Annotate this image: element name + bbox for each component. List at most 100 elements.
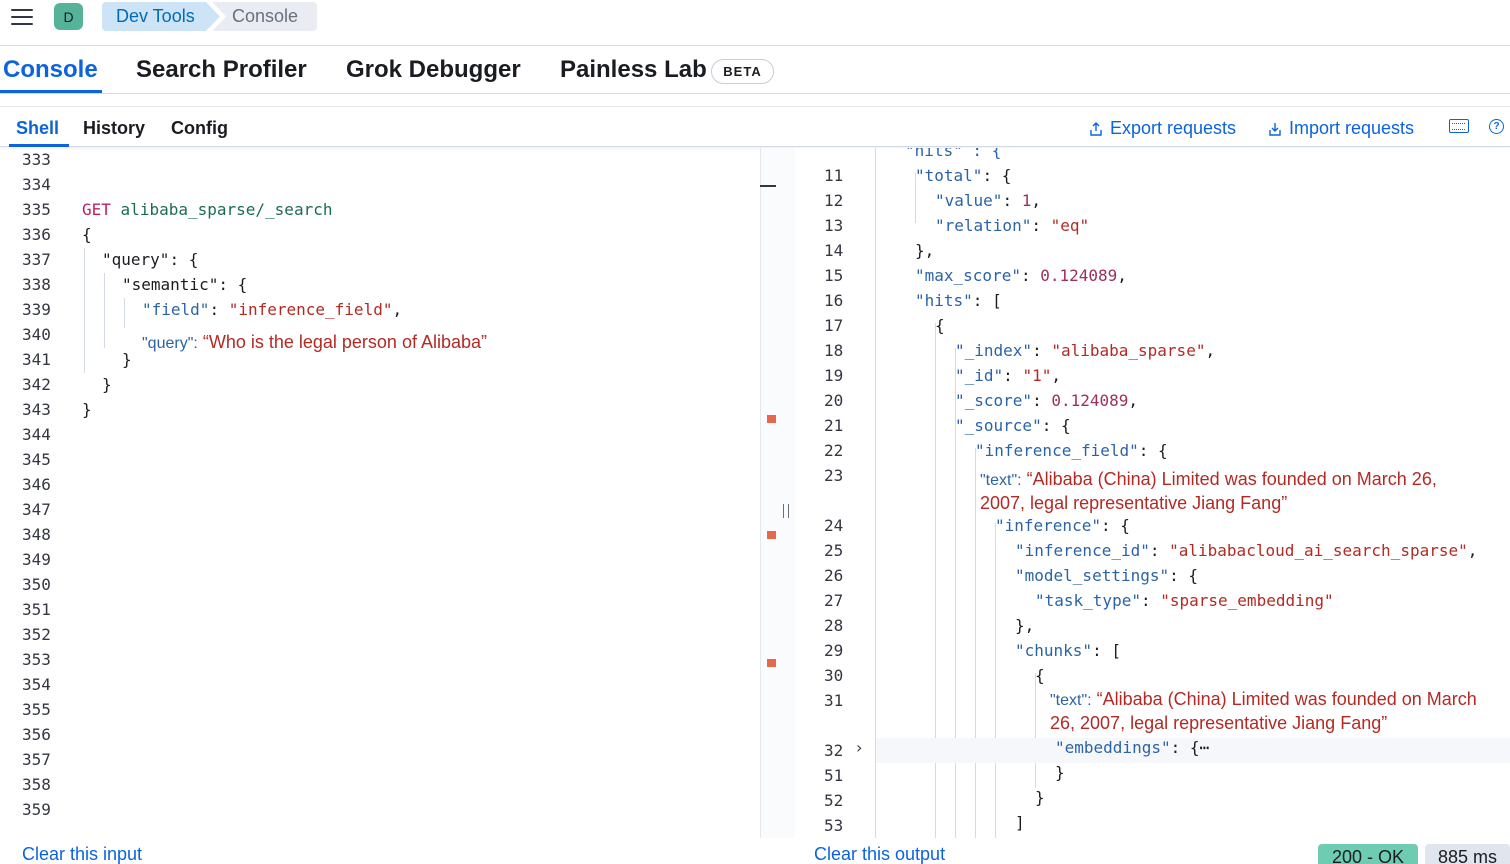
code-line: "hits": [	[915, 291, 1002, 310]
active-subtab-indicator	[9, 144, 69, 147]
code-line: "inference_id": "alibabacloud_ai_search_…	[1015, 541, 1478, 560]
subtab-config[interactable]: Config	[171, 118, 228, 138]
code-line: "semantic": {	[122, 275, 248, 294]
keyboard-shortcuts-icon[interactable]	[1449, 119, 1469, 133]
code-line: "model_settings": {	[1015, 566, 1199, 585]
code-line: "total": {	[915, 166, 1012, 185]
tab-console[interactable]: Console	[3, 56, 98, 83]
request-method: GET	[82, 200, 111, 219]
line-number: 30	[824, 666, 844, 685]
line-number: 347	[22, 500, 51, 519]
line-number: 345	[22, 450, 51, 469]
editor-divider	[760, 148, 795, 838]
json-value: 2007, legal representative Jiang Fang”	[980, 493, 1288, 513]
json-value: "sparse_embedding"	[1160, 591, 1334, 610]
code-line: }	[122, 350, 132, 369]
help-icon[interactable]: ?	[1489, 119, 1504, 134]
export-requests-button[interactable]: Export requests	[1088, 118, 1236, 139]
editor-divider-line	[760, 148, 761, 838]
export-icon	[1090, 121, 1102, 136]
json-key: "max_score"	[915, 266, 1021, 285]
beta-badge: BETA	[711, 59, 774, 84]
status-badge: 200 - OK	[1318, 844, 1418, 864]
json-key: "relation"	[935, 216, 1032, 235]
line-number: 24	[824, 516, 844, 535]
json-key: "text":	[1050, 692, 1092, 709]
chevron-right-icon[interactable]: ›	[856, 738, 863, 757]
line-number: 19	[824, 366, 844, 385]
json-key: "_id"	[955, 366, 1004, 385]
line-number: 12	[824, 191, 844, 210]
code-line: "_score": 0.124089,	[955, 391, 1139, 410]
code-line: "value": 1,	[935, 191, 1041, 210]
hamburger-menu-icon[interactable]	[10, 6, 34, 28]
breadcrumb-dev-tools[interactable]: Dev Tools	[102, 2, 220, 31]
line-number: 350	[22, 575, 51, 594]
breadcrumb-console: Console	[212, 2, 317, 31]
json-value: 0.124089	[1051, 391, 1129, 410]
line-number: 22	[824, 441, 844, 460]
subtab-history[interactable]: History	[83, 118, 146, 138]
line-number: 343	[22, 400, 51, 419]
code-line: "_id": "1",	[955, 366, 1061, 385]
clear-output-link[interactable]: Clear this output	[814, 844, 946, 864]
code-line: }	[1035, 788, 1045, 807]
json-key: "embeddings"	[1055, 738, 1171, 757]
indent-guide	[1035, 673, 1036, 788]
tab-painless-lab[interactable]: Painless Lab	[560, 56, 707, 83]
clear-input-link[interactable]: Clear this input	[22, 844, 143, 864]
json-value: 1	[1021, 191, 1032, 210]
line-number: 353	[22, 650, 51, 669]
json-key: "inference_id"	[1015, 541, 1150, 560]
line-number: 357	[22, 750, 51, 769]
line-number: 28	[824, 616, 844, 635]
line-number: 356	[22, 725, 51, 744]
tab-search-profiler[interactable]: Search Profiler	[136, 56, 307, 83]
line-number: 338	[22, 275, 51, 294]
code-line: {	[935, 316, 945, 335]
error-marker[interactable]	[767, 415, 776, 423]
line-number: 348	[22, 525, 51, 544]
json-key: "inference_field"	[975, 441, 1139, 460]
line-number: 51	[824, 766, 844, 785]
line-number: 334	[22, 175, 51, 194]
code-line: }	[102, 375, 112, 394]
line-number: 342	[22, 375, 51, 394]
code-line: }	[1055, 763, 1065, 782]
line-number: 27	[824, 591, 844, 610]
folded-ellipsis[interactable]: {⋯	[1189, 738, 1210, 757]
panel-resize-handle[interactable]	[783, 504, 789, 518]
response-time-badge: 885 ms	[1425, 844, 1510, 864]
scroll-position-marker	[760, 185, 776, 187]
line-number: 341	[22, 350, 51, 369]
line-number: 31	[824, 691, 844, 710]
space-avatar[interactable]: D	[54, 3, 83, 30]
json-key: "hits"	[915, 291, 973, 310]
json-value: 0.124089	[1040, 266, 1118, 285]
tab-grok-debugger[interactable]: Grok Debugger	[346, 56, 521, 83]
json-key: "model_settings"	[1015, 566, 1170, 585]
line-number: 349	[22, 550, 51, 569]
subtab-shell[interactable]: Shell	[16, 118, 60, 138]
indent-guide	[915, 173, 916, 223]
console-panel: Shell History Config Export requests Imp…	[0, 106, 1510, 864]
request-path: alibaba_sparse/_search	[120, 200, 333, 219]
import-requests-button[interactable]: Import requests	[1267, 118, 1414, 139]
code-line: "embeddings": {⋯	[1055, 738, 1210, 757]
indent-guide	[875, 148, 876, 838]
code-line: {	[82, 225, 92, 244]
error-marker[interactable]	[767, 531, 776, 539]
json-key: "chunks"	[1015, 641, 1093, 660]
line-number: 26	[824, 566, 844, 585]
json-value: “Alibaba (China) Limited was founded on …	[1026, 469, 1437, 489]
code-line: "field": "inference_field",	[142, 300, 403, 319]
line-number: 32	[824, 741, 844, 760]
line-number: 359	[22, 800, 51, 819]
json-key: "_score"	[955, 391, 1033, 410]
error-marker[interactable]	[767, 659, 776, 667]
json-value: “Who is the legal person of Alibaba”	[202, 332, 488, 352]
indent-guide	[104, 273, 105, 348]
line-number: 336	[22, 225, 51, 244]
